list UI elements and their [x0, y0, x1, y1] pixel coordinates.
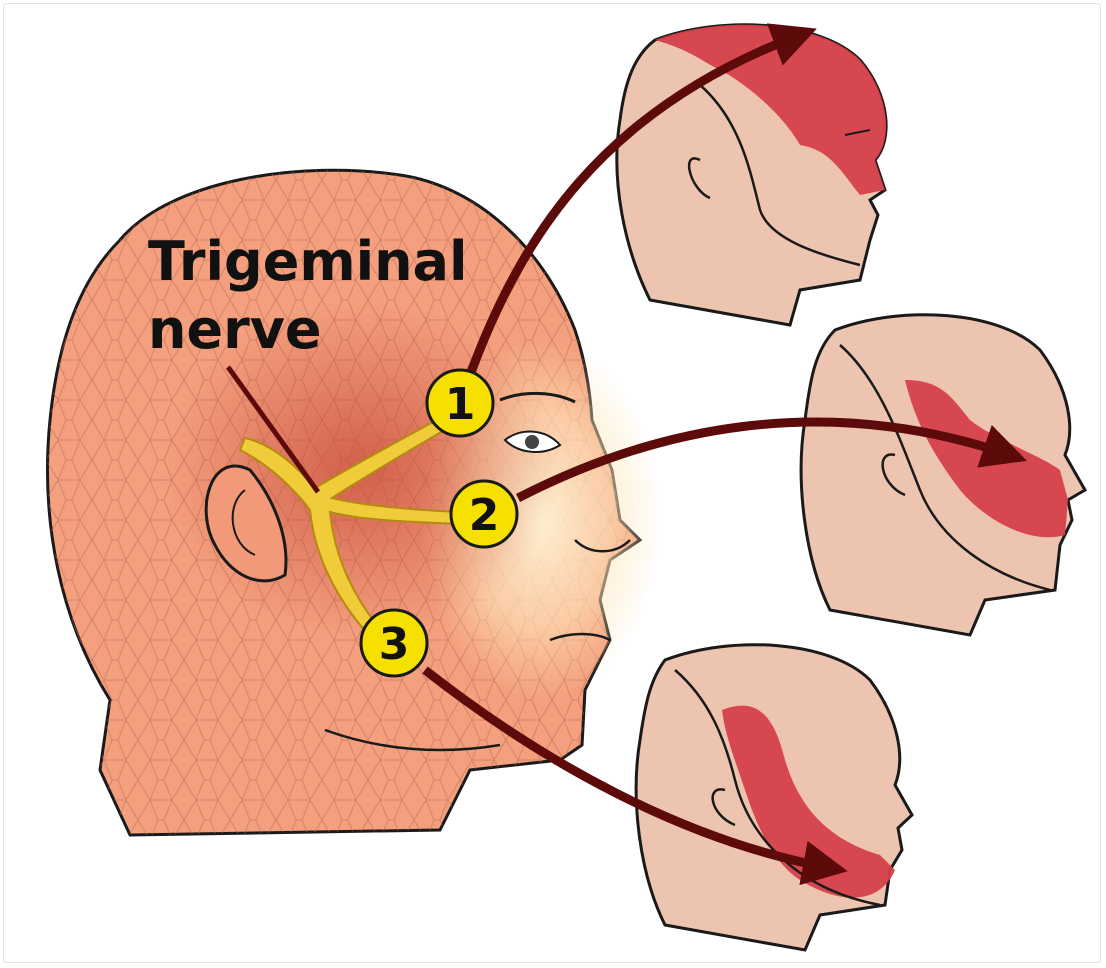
arrow-branch-2 [515, 417, 1028, 503]
small-head-2 [799, 313, 1088, 637]
badge-label-2: 2 [469, 490, 500, 541]
jaw-line [324, 728, 501, 752]
small-head-3 [634, 643, 914, 952]
branch-badge-2: 2 [449, 479, 519, 549]
label-pointer [225, 365, 321, 494]
branch-badge-1: 1 [425, 368, 495, 438]
mouth [549, 632, 611, 642]
ear-icon [687, 157, 711, 200]
nose [574, 539, 631, 553]
ear-icon [204, 464, 288, 583]
ear-icon [711, 788, 736, 827]
ear-icon [881, 453, 906, 497]
eyebrow [499, 391, 576, 404]
arrow-branch-1 [465, 23, 817, 377]
image-frame [3, 3, 1101, 963]
badge-label-3: 3 [379, 619, 410, 670]
small-head-1 [615, 23, 888, 327]
title-line-2: nerve [148, 298, 322, 361]
branch-badge-3: 3 [359, 608, 429, 678]
badge-label-1: 1 [445, 379, 476, 430]
title-line-1: Trigeminal [148, 230, 468, 293]
arrow-branch-3 [422, 666, 848, 886]
